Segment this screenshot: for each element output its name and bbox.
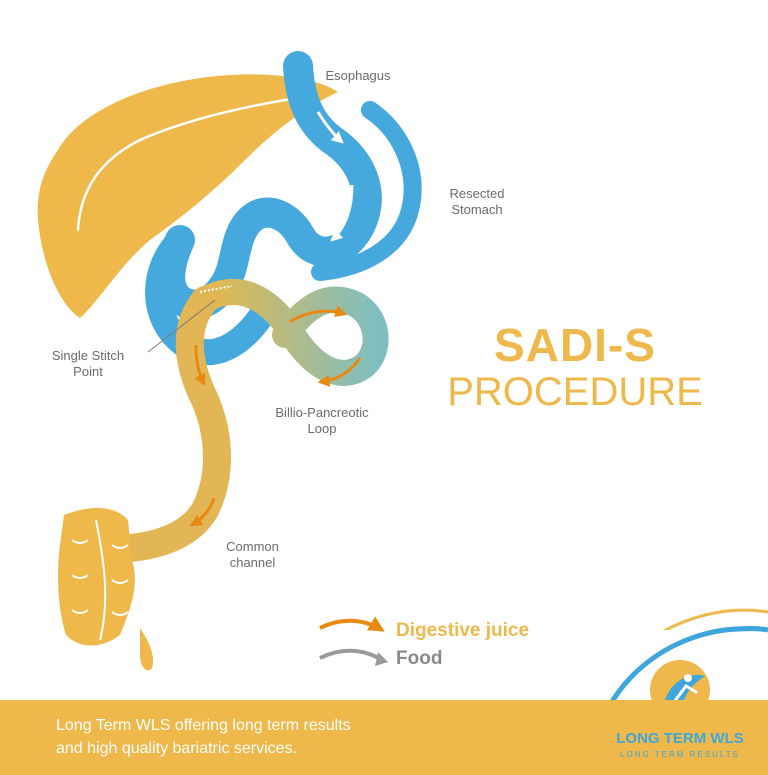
liver-contour bbox=[76, 94, 312, 232]
juice-arrow-channel-bottom bbox=[189, 497, 216, 527]
bp-loop bbox=[192, 278, 389, 386]
label-common-channel: Common channel bbox=[226, 539, 279, 570]
logo-figure-head bbox=[684, 674, 692, 682]
juice-arrow-loop-top bbox=[289, 305, 348, 324]
food-arrow-esophagus bbox=[316, 111, 344, 144]
label-bp-loop: Billio-Pancreotic Loop bbox=[275, 405, 369, 436]
legend-food-arrowhead bbox=[375, 652, 388, 666]
stomach bbox=[155, 51, 382, 320]
footer-line-1: Long Term WLS offering long term results bbox=[56, 717, 351, 734]
colon-fold bbox=[95, 519, 107, 641]
juice-arrow-loop-bottom bbox=[317, 357, 362, 387]
footer-bar bbox=[0, 700, 768, 775]
label-esophagus: Esophagus bbox=[325, 68, 391, 83]
logo-name: LONG TERM WLS bbox=[616, 730, 744, 747]
logo-tagline: LONG TERM RESULTS bbox=[620, 750, 740, 759]
title-sub: PROCEDURE bbox=[447, 370, 703, 414]
juice-arrow-channel-top bbox=[194, 344, 206, 387]
colon bbox=[58, 508, 135, 646]
legend-digestive-juice: Digestive juice bbox=[396, 620, 530, 641]
stomach-outer-wall bbox=[311, 101, 422, 281]
single-stitch-point bbox=[199, 285, 233, 293]
colon-haustra bbox=[71, 539, 129, 616]
legend-food: Food bbox=[396, 648, 443, 669]
logo-figure-body bbox=[672, 684, 698, 704]
footer-line-2: and high quality bariatric services. bbox=[56, 740, 298, 757]
title-main: SADI-S bbox=[494, 319, 656, 371]
legend-digestive-arrow bbox=[319, 616, 385, 632]
appendix bbox=[140, 628, 154, 671]
stitch-pointer-line bbox=[147, 299, 216, 353]
liver bbox=[37, 74, 339, 319]
label-single-stitch-point: Single Stitch Point bbox=[51, 348, 125, 379]
label-resected-stomach: Resected Stomach bbox=[449, 186, 505, 217]
food-arrow-stomach bbox=[330, 184, 354, 242]
common-channel bbox=[116, 286, 231, 562]
legend-food-arrow bbox=[319, 648, 384, 662]
